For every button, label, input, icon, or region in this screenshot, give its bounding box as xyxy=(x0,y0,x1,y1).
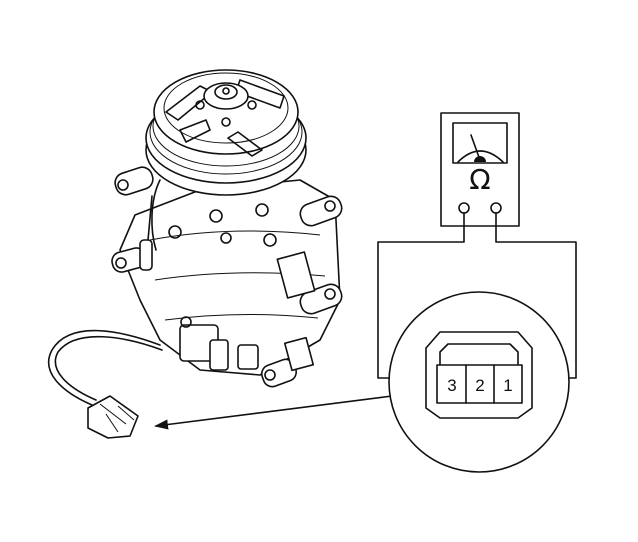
compressor-illustration xyxy=(47,69,343,439)
pin-label-1: 1 xyxy=(503,376,512,395)
connector-pin-labels: 3 2 1 xyxy=(447,376,512,395)
ohm-symbol: Ω xyxy=(469,163,490,196)
pointer-arrow xyxy=(154,395,393,430)
pin-label-2: 2 xyxy=(475,376,484,395)
pin-label-3: 3 xyxy=(447,376,456,395)
connector-callout xyxy=(388,291,570,473)
ohmmeter-icon xyxy=(440,112,520,227)
